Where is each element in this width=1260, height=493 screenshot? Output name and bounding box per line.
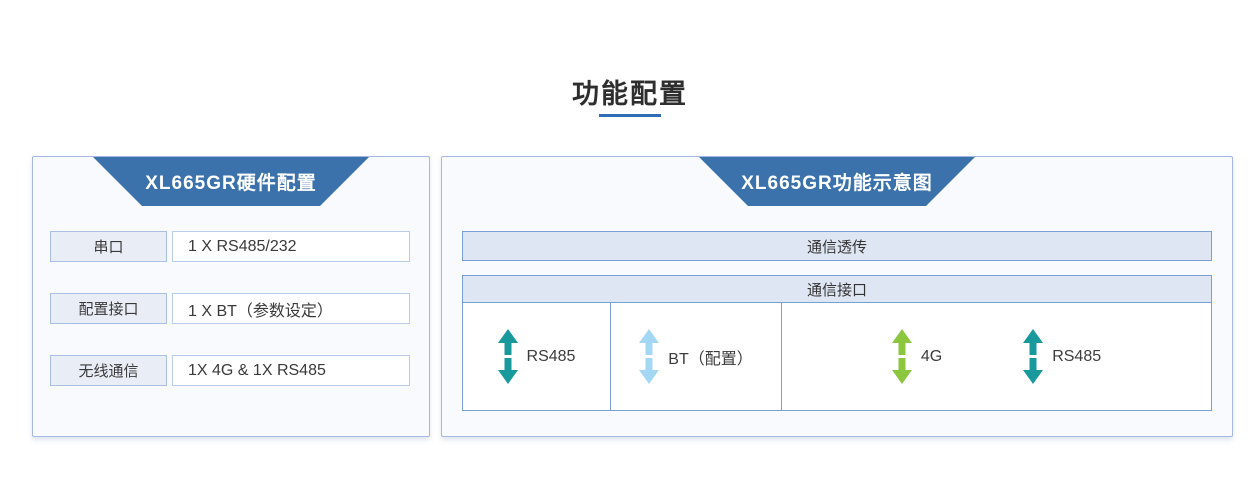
comm-interface-cells: RS485 BT（配置） [463, 303, 1211, 410]
comm-interface-box: 通信接口 RS485 [462, 275, 1212, 411]
hardware-config-ribbon: XL665GR硬件配置 [93, 157, 369, 206]
function-diagram-title: XL665GR功能示意图 [741, 173, 933, 194]
double-arrow-vertical-icon [1023, 329, 1044, 384]
hw-row-wireless-comm: 无线通信 1X 4G & 1X RS485 [50, 355, 410, 386]
interface-cell-label: RS485 [1052, 347, 1102, 365]
hw-row-value: 1X 4G & 1X RS485 [172, 355, 410, 386]
interface-cell-4g-rs485: 4G RS485 [782, 303, 1211, 410]
interface-item-rs485: RS485 [1023, 329, 1101, 384]
interface-cell-bt: BT（配置） [611, 303, 782, 410]
function-diagram-ribbon: XL665GR功能示意图 [699, 157, 975, 206]
hw-row-serial-port: 串口 1 X RS485/232 [50, 231, 410, 262]
double-arrow-vertical-icon [639, 329, 660, 384]
comm-passthrough-bar: 通信透传 [462, 231, 1212, 261]
hw-row-label: 配置接口 [50, 293, 167, 324]
hw-row-config-interface: 配置接口 1 X BT（参数设定） [50, 293, 410, 324]
interface-cell-label: BT（配置） [668, 350, 753, 368]
hw-row-value: 1 X BT（参数设定） [172, 293, 410, 324]
title-underline [599, 114, 661, 117]
interface-cell-rs485: RS485 [463, 303, 611, 410]
function-diagram-panel: XL665GR功能示意图 通信透传 通信接口 RS485 [441, 156, 1233, 437]
double-arrow-vertical-icon [891, 329, 912, 384]
hardware-config-title: XL665GR硬件配置 [145, 173, 317, 194]
hw-row-label: 无线通信 [50, 355, 167, 386]
interface-cell-label: 4G [920, 347, 943, 365]
hardware-config-panel: XL665GR硬件配置 串口 1 X RS485/232 配置接口 1 X BT… [32, 156, 430, 437]
hw-row-label: 串口 [50, 231, 167, 262]
hw-row-value: 1 X RS485/232 [172, 231, 410, 262]
interface-cell-label: RS485 [526, 347, 576, 365]
double-arrow-vertical-icon [497, 329, 518, 384]
interface-item-4g: 4G [891, 329, 943, 384]
comm-interface-header: 通信接口 [463, 276, 1211, 303]
page-title: 功能配置 [572, 79, 688, 109]
